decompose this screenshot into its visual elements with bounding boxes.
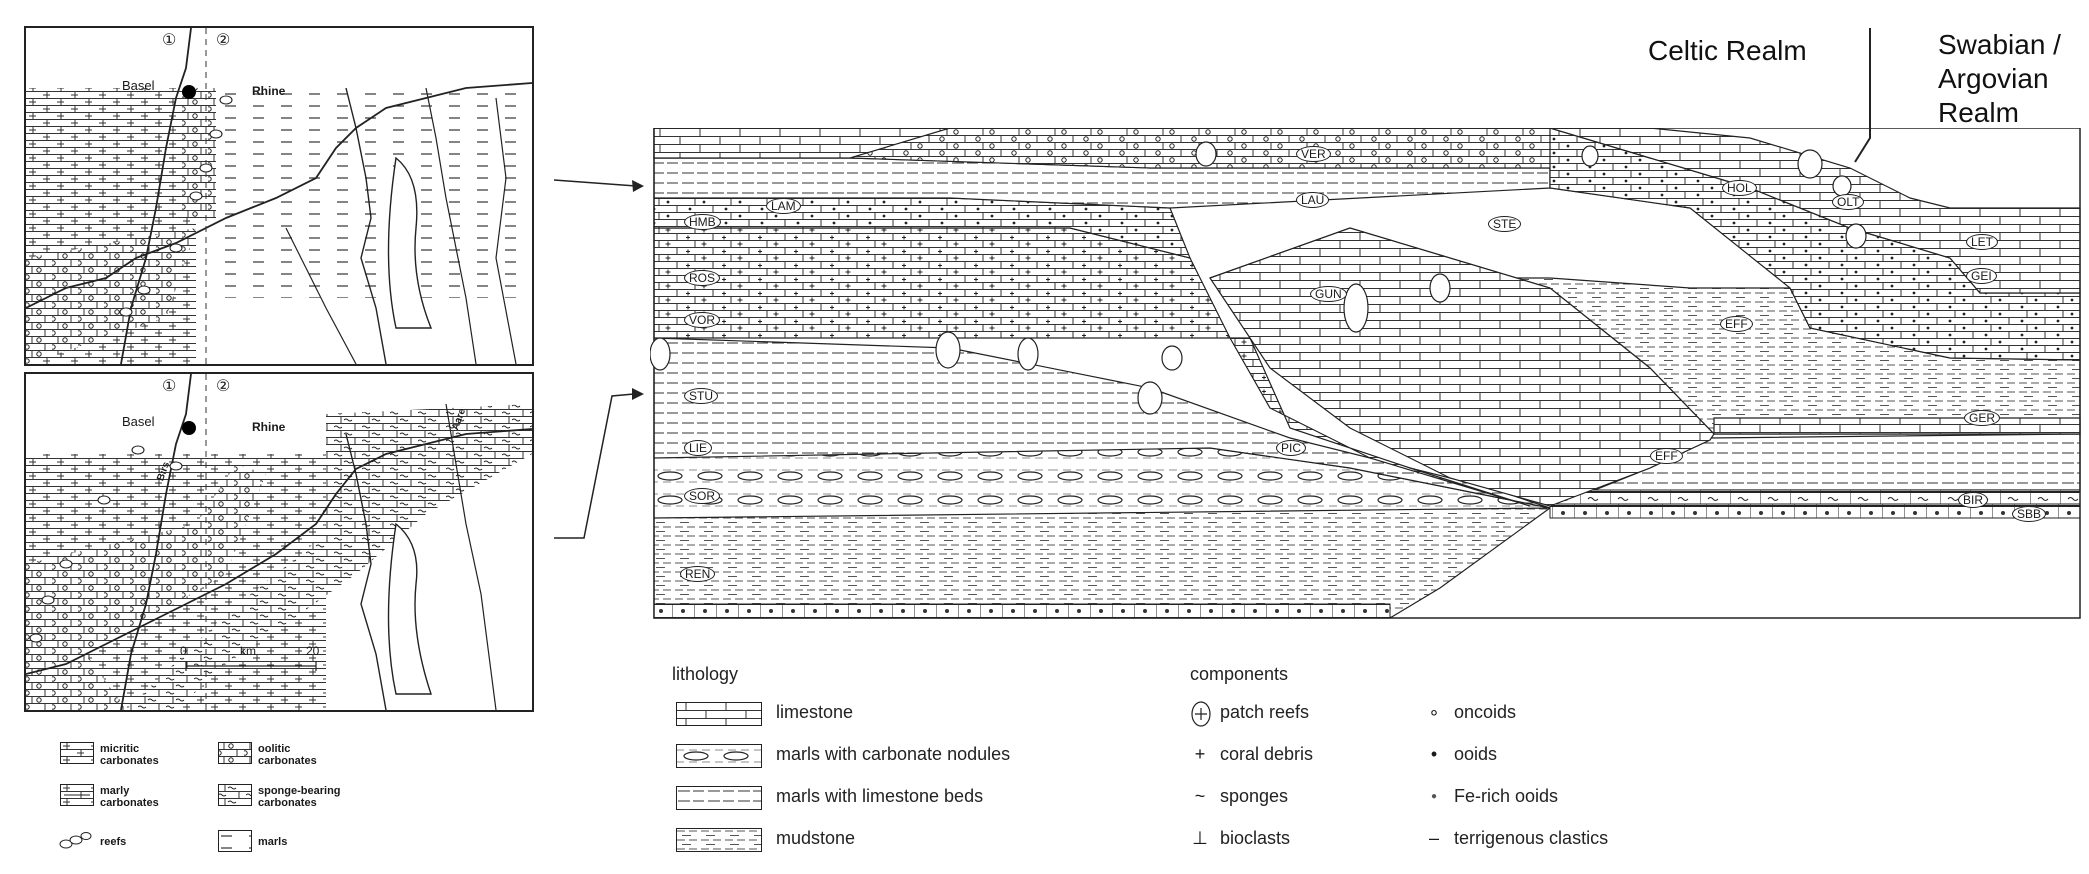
unit-hol: HOL xyxy=(1722,180,1757,196)
legend-oolitic: oolitic carbonates xyxy=(258,743,317,767)
component-oncoids: oncoids xyxy=(1454,702,1517,722)
fe-ooid-icon: ● xyxy=(1430,791,1438,802)
paleogeographic-map-upper: Basel Rhine ① ② xyxy=(24,26,534,366)
micritic-swatch xyxy=(60,742,94,764)
unit-sor: SOR xyxy=(684,488,721,504)
marls-swatch xyxy=(218,830,252,852)
scale-start-label: 0 xyxy=(180,644,187,658)
unit-ren: REN xyxy=(680,566,716,582)
component-sponges: sponges xyxy=(1220,786,1289,806)
unit-lie: LIE xyxy=(684,440,713,456)
coral-debris-icon: + xyxy=(1194,744,1206,764)
terrigenous-icon: – xyxy=(1428,828,1439,848)
unit-pic: PIC xyxy=(1276,440,1307,456)
legend-marly: marly carbonates xyxy=(100,785,159,809)
unit-gun: GUN xyxy=(1310,286,1347,302)
patch-reef-icon xyxy=(1191,701,1211,727)
unit-ros: ROS xyxy=(684,270,721,286)
legend-sponge: sponge-bearing carbonates xyxy=(258,785,341,809)
oolitic-swatch xyxy=(218,742,252,764)
components-title: components xyxy=(1190,664,1289,684)
bioclast-icon: ⊥ xyxy=(1192,828,1208,848)
component-terrigenous: terrigenous clastics xyxy=(1454,828,1609,848)
marlbeds-swatch xyxy=(676,786,762,810)
scale-unit-label: km xyxy=(240,644,256,658)
lithology-nodules: marls with carbonate nodules xyxy=(776,744,1011,764)
ooid-icon: • xyxy=(1430,744,1438,764)
scale-end-label: 20 xyxy=(306,644,320,658)
unit-sbb: SBB xyxy=(2012,506,2047,522)
unit-stu: STU xyxy=(684,388,718,404)
map1-zone1-label: ① xyxy=(162,32,177,49)
unit-ste: STE xyxy=(1488,216,1522,232)
marly-swatch xyxy=(60,784,94,806)
sponge-swatch xyxy=(218,784,252,806)
unit-let: LET xyxy=(1966,234,1999,250)
component-ooids: ooids xyxy=(1454,744,1498,764)
limestone-swatch xyxy=(676,702,762,726)
component-bioclasts: bioclasts xyxy=(1220,828,1291,848)
lithology-mudstone: mudstone xyxy=(776,828,856,848)
stratigraphic-cross-section xyxy=(650,128,2081,619)
map1-zone2-label: ② xyxy=(216,32,231,49)
map2-zone1-label: ① xyxy=(162,378,177,395)
map1-river-label: Rhine xyxy=(252,84,286,98)
unit-olt: OLT xyxy=(1832,194,1865,210)
map2-city-label: Basel xyxy=(122,414,155,429)
unit-hmb: HMB xyxy=(684,214,721,230)
mudstone-swatch xyxy=(676,828,762,852)
lithology-title: lithology xyxy=(672,664,739,684)
realm-boundary-line xyxy=(1854,28,1871,163)
swabian-realm-label: Swabian / Argovian Realm xyxy=(1938,29,2061,128)
unit-gei: GEI xyxy=(1966,268,1997,284)
map-upper-drawing xyxy=(26,28,532,364)
legend-reefs: reefs xyxy=(100,836,127,848)
unit-ger: GER xyxy=(1964,410,2001,426)
legend-micritic: micritic carbonates xyxy=(100,743,159,767)
component-fe-ooids: Fe-rich ooids xyxy=(1454,786,1559,806)
lithology-marlbeds: marls with limestone beds xyxy=(776,786,984,806)
legend-marls: marls xyxy=(258,836,288,848)
unit-lau: LAU xyxy=(1296,192,1330,208)
lithology-limestone: limestone xyxy=(776,702,854,722)
celtic-realm-label: Celtic Realm xyxy=(1648,35,1807,66)
map2-river-label: Rhine xyxy=(252,420,286,434)
reefs-swatch xyxy=(59,832,92,849)
map-lower-drawing xyxy=(26,374,532,710)
oncoid-icon: ∘ xyxy=(1428,702,1440,722)
nodules-swatch xyxy=(676,744,762,768)
unit-lam: LAM xyxy=(766,198,801,214)
unit-vor: VOR xyxy=(684,312,721,328)
component-patch-reefs: patch reefs xyxy=(1220,702,1310,722)
paleogeographic-map-lower: Basel Rhine Birs Aare ① ② 0 km 20 xyxy=(24,372,534,712)
map-to-section-arrows xyxy=(553,179,644,539)
unit-bir: BIR xyxy=(1958,492,1989,508)
unit-eff-lower: EFF xyxy=(1650,448,1683,464)
unit-eff-upper: EFF xyxy=(1720,316,1753,332)
unit-ver: VER xyxy=(1296,146,1331,162)
map2-zone2-label: ② xyxy=(216,378,231,395)
component-coral-debris: coral debris xyxy=(1220,744,1314,764)
sponge-icon: ~ xyxy=(1194,786,1206,806)
map1-city-label: Basel xyxy=(122,78,155,93)
